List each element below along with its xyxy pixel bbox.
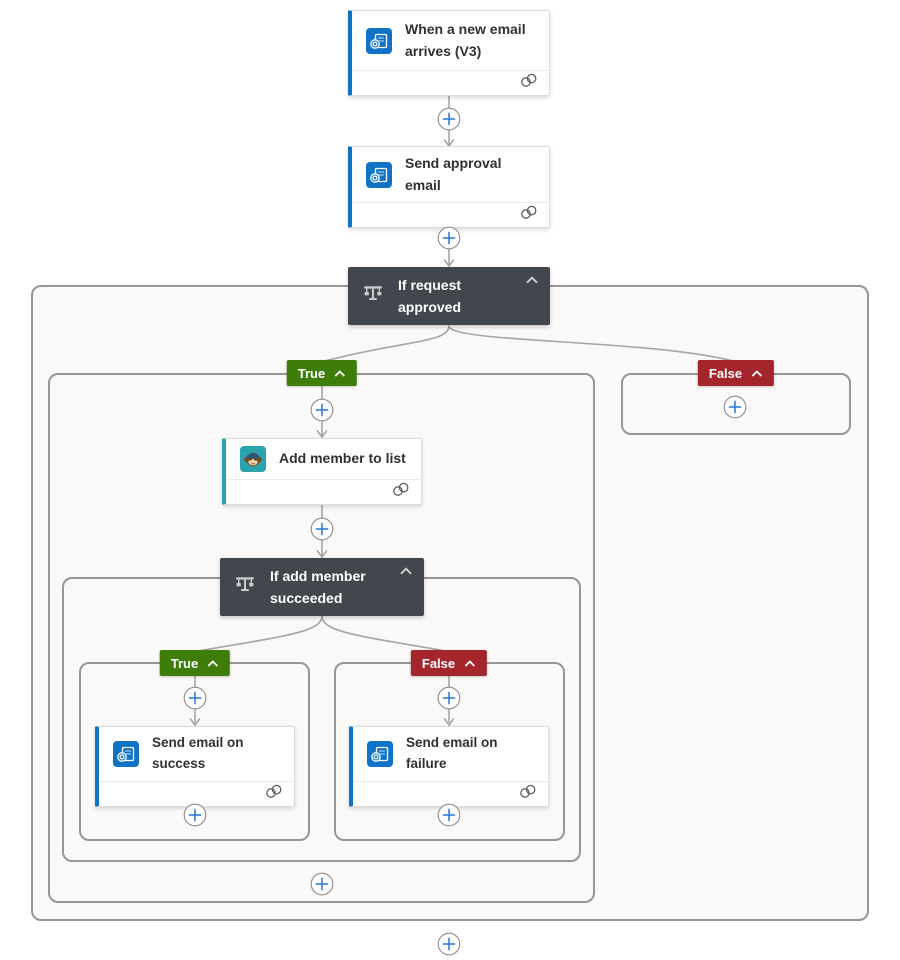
chevron-up-icon[interactable] <box>399 567 413 576</box>
badge-label: True <box>297 365 326 381</box>
insert-step-button[interactable] <box>310 517 334 541</box>
balance-scale-icon <box>362 284 384 309</box>
chevron-up-icon <box>207 656 219 671</box>
chevron-up-icon <box>334 366 346 381</box>
insert-step-button[interactable] <box>183 803 207 827</box>
card-footer <box>226 479 421 504</box>
send-email-on-success-card[interactable]: Send email on success <box>95 726 295 807</box>
insert-step-button[interactable] <box>437 107 461 131</box>
condition-title: If request approved <box>398 276 462 315</box>
chevron-up-icon[interactable] <box>525 276 539 285</box>
connection-link-icon <box>518 784 538 804</box>
branch-false-badge[interactable]: False <box>410 650 488 676</box>
insert-step-button[interactable] <box>437 686 461 710</box>
insert-step-button[interactable] <box>310 398 334 422</box>
condition-if-add-member-succeeded[interactable]: If add member succeeded <box>220 558 424 616</box>
branch-true-badge[interactable]: True <box>159 650 231 676</box>
card-footer <box>353 780 548 806</box>
card-footer <box>352 202 549 227</box>
insert-step-button[interactable] <box>310 872 334 896</box>
badge-label: True <box>170 655 199 671</box>
action-title: Send approval email <box>405 155 502 193</box>
insert-step-button[interactable] <box>723 395 747 419</box>
insert-step-button[interactable] <box>437 932 461 956</box>
connection-link-icon <box>391 482 411 502</box>
condition-title: If add member succeeded <box>270 567 366 606</box>
trigger-title: When a new email arrives (V3) <box>405 20 526 59</box>
outlook-mail-icon <box>366 161 392 188</box>
card-footer <box>352 70 549 95</box>
badge-label: False <box>421 655 456 671</box>
add-member-to-list-card[interactable]: Add member to list <box>222 438 422 505</box>
connection-link-icon <box>519 73 539 93</box>
outlook-mail-icon <box>366 27 392 54</box>
badge-label: False <box>708 365 743 381</box>
connection-link-icon <box>519 205 539 225</box>
chevron-up-icon <box>464 656 476 671</box>
outlook-mail-icon <box>113 740 139 767</box>
action-title: Send email on success <box>152 735 244 771</box>
branch-false-badge[interactable]: False <box>697 360 775 386</box>
send-email-on-failure-card[interactable]: Send email on failure <box>349 726 549 807</box>
insert-step-button[interactable] <box>437 803 461 827</box>
trigger-card[interactable]: When a new email arrives (V3) <box>348 10 550 96</box>
branch-true-badge[interactable]: True <box>286 360 358 386</box>
insert-step-button[interactable] <box>183 686 207 710</box>
send-approval-email-card[interactable]: Send approval email <box>348 146 550 229</box>
outlook-mail-icon <box>367 740 393 767</box>
insert-step-button[interactable] <box>437 226 461 250</box>
connection-link-icon <box>264 784 284 804</box>
action-title: Send email on failure <box>406 735 498 771</box>
condition-if-request-approved[interactable]: If request approved <box>348 267 550 325</box>
mailchimp-icon <box>240 446 266 472</box>
card-footer <box>99 780 294 806</box>
balance-scale-icon <box>234 575 256 600</box>
action-title: Add member to list <box>279 450 406 467</box>
chevron-up-icon <box>751 366 763 381</box>
